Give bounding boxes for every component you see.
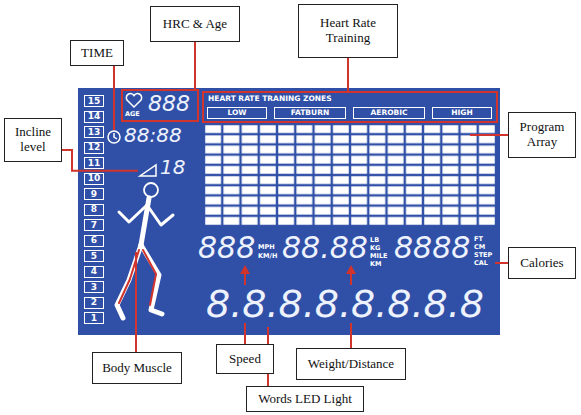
box-text: LOW xyxy=(227,109,246,117)
box-text: 4 xyxy=(91,267,97,276)
box-text: 5 xyxy=(91,252,97,261)
box-text: 9 xyxy=(91,190,97,199)
callout-box: Body Muscle xyxy=(92,352,182,384)
zone-box: FATBURN xyxy=(274,107,346,119)
unit-label: KM/H xyxy=(258,253,277,260)
unit-label: AGE xyxy=(125,111,140,118)
callout-text: Incline level xyxy=(8,125,58,155)
zone-title: HEART RATE TRANING ZONES xyxy=(208,95,332,103)
callout-text: Speed xyxy=(229,352,261,367)
box-text: 11 xyxy=(88,159,101,168)
heart-icon xyxy=(126,94,141,107)
level-box: 3 xyxy=(84,281,104,293)
level-box: 2 xyxy=(84,297,104,309)
box-text: 12 xyxy=(88,143,101,152)
box-text: 6 xyxy=(91,236,97,245)
callout-box: Words LED Light xyxy=(246,386,364,412)
box-text: 2 xyxy=(91,298,97,307)
callout-box: Speed xyxy=(216,344,274,374)
highlight-frame xyxy=(122,90,198,121)
level-box: 11 xyxy=(84,157,104,169)
unit-label: KG xyxy=(370,245,380,252)
zone-box: AEROBIC xyxy=(353,107,425,119)
level-box: 8 xyxy=(84,204,104,216)
program-grid xyxy=(204,124,496,226)
box-text: HIGH xyxy=(451,109,473,117)
callout-text: Body Muscle xyxy=(102,361,172,376)
unit-label: CM xyxy=(474,244,485,251)
callout-box: HRC & Age xyxy=(150,6,240,42)
callout-text: Calories xyxy=(520,256,563,271)
box-text: 7 xyxy=(91,221,97,230)
lcd-panel xyxy=(78,88,500,335)
segment-digits: 88.88 xyxy=(282,233,368,263)
level-box: 13 xyxy=(84,126,104,138)
callout-box: Calories xyxy=(508,247,576,279)
level-box: 12 xyxy=(84,142,104,154)
box-text: 10 xyxy=(88,174,101,183)
box-text: 14 xyxy=(88,112,101,121)
callout-box: Heart Rate Training xyxy=(298,4,398,58)
callout-text: Words LED Light xyxy=(258,392,352,407)
level-box: 7 xyxy=(84,219,104,231)
box-text: 8 xyxy=(91,205,97,214)
arrowhead xyxy=(346,265,356,274)
segment-digits: 88:88 xyxy=(124,125,182,145)
level-box: 14 xyxy=(84,111,104,123)
arrowhead xyxy=(240,265,250,274)
callout-box: Weight/Distance xyxy=(296,348,406,380)
box-text: AEROBIC xyxy=(370,109,407,117)
segment-digits: 888 xyxy=(148,93,190,115)
callout-box: Incline level xyxy=(4,118,62,162)
callout-text: HRC & Age xyxy=(163,17,227,32)
segment-digits: 18 xyxy=(160,157,185,177)
unit-label: CAL xyxy=(474,260,488,267)
callout-text: TIME xyxy=(81,46,113,61)
callout-text: Weight/Distance xyxy=(308,357,394,372)
segment-digits: 8888 xyxy=(394,233,470,263)
unit-label: KM xyxy=(370,261,382,268)
unit-label: MILE xyxy=(370,253,387,260)
zone-box: LOW xyxy=(207,107,267,119)
box-text: 13 xyxy=(88,128,101,137)
unit-label: MPH xyxy=(258,244,275,251)
segment-digits: 888 xyxy=(198,233,255,263)
leader-lines xyxy=(62,42,508,386)
segment-digits: 8.8.8.8.8.8.8.8 xyxy=(205,285,485,323)
unit-label: LB xyxy=(370,237,379,244)
callout-box: TIME xyxy=(70,40,124,66)
zone-box: HIGH xyxy=(432,107,492,119)
level-box: 15 xyxy=(84,95,104,107)
callout-box: Program Array xyxy=(508,112,576,158)
unit-label: STEP xyxy=(474,252,492,259)
box-text: 3 xyxy=(91,283,97,292)
highlight-frame xyxy=(203,92,497,122)
level-box: 4 xyxy=(84,266,104,278)
level-box: 10 xyxy=(84,173,104,185)
callout-text: Program Array xyxy=(512,120,572,150)
callout-text: Heart Rate Training xyxy=(302,16,394,46)
level-box: 9 xyxy=(84,188,104,200)
level-box: 6 xyxy=(84,235,104,247)
level-box: 5 xyxy=(84,250,104,262)
clock-icon xyxy=(108,131,120,143)
unit-label: FT xyxy=(474,236,483,243)
runner-figure xyxy=(117,183,173,318)
level-box: 1 xyxy=(84,312,104,324)
box-text: 1 xyxy=(91,314,97,323)
box-text: 15 xyxy=(88,97,101,106)
incline-icon xyxy=(140,165,156,176)
box-text: FATBURN xyxy=(291,109,329,117)
